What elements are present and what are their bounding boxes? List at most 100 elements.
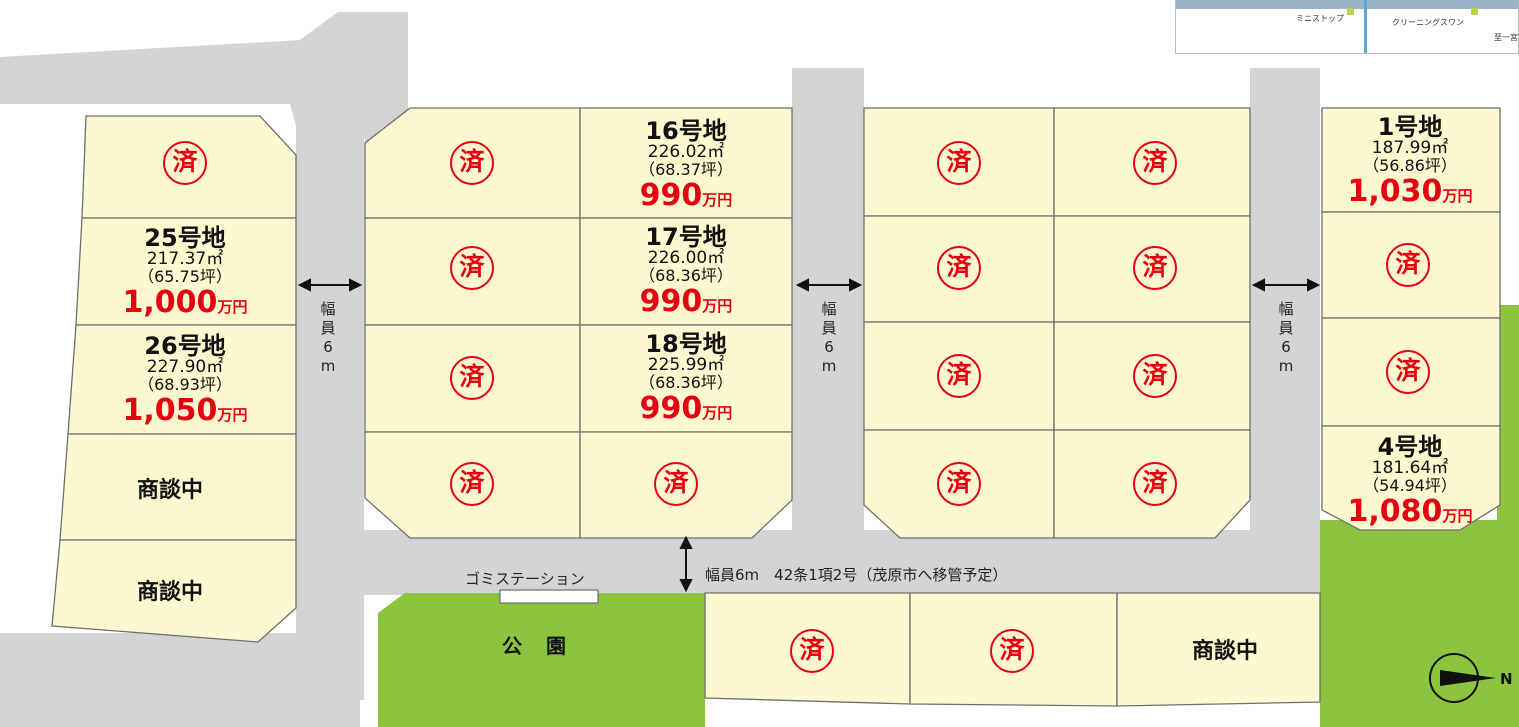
lot-price: 990万円 xyxy=(639,390,733,426)
lot-17-label[interactable]: 17号地 226.00㎡ （68.36坪） 990万円 xyxy=(639,222,733,319)
sold-mark: 済 xyxy=(937,462,981,506)
main-road-label: 幅員6m 42条1項2号（茂原市へ移管予定） xyxy=(705,566,1008,584)
store-marker-icon xyxy=(1471,8,1478,15)
sold-mark: 済 xyxy=(450,246,494,290)
lot-price: 1,030万円 xyxy=(1347,173,1473,209)
lot-left-nego-2-shape xyxy=(51,539,297,643)
sold-mark: 済 xyxy=(1133,354,1177,398)
width-arrows xyxy=(297,278,1321,593)
road-width-char: 幅 xyxy=(1278,300,1294,318)
negotiating-label: 商談中 xyxy=(136,478,204,503)
road-width-char: 6 xyxy=(824,338,834,356)
lot-price: 1,000万円 xyxy=(122,284,248,320)
negotiating-label: 商談中 xyxy=(136,580,204,605)
sold-mark: 済 xyxy=(1133,246,1177,290)
north-label: N xyxy=(1500,670,1513,688)
price-value: 1,030 xyxy=(1347,173,1443,209)
green-areas xyxy=(378,305,1519,727)
lot-bottom-nego-shape xyxy=(1116,592,1321,707)
sold-mark: 済 xyxy=(654,462,698,506)
lot-tsubo: （54.94坪） xyxy=(1363,475,1457,495)
lot-area: 217.37㎡ xyxy=(146,249,224,270)
price-value: 1,050 xyxy=(122,392,218,428)
sold-mark: 済 xyxy=(1386,350,1430,394)
road-width-label: 幅 員 6 m xyxy=(317,300,339,376)
lot-number: 1号地 xyxy=(1377,112,1443,141)
lot-25-label[interactable]: 25号地 217.37㎡ （65.75坪） 1,000万円 xyxy=(122,223,248,320)
price-value: 990 xyxy=(639,177,703,213)
roads xyxy=(0,12,1320,727)
lot-price: 990万円 xyxy=(639,177,733,213)
inset-poi: クリーニングスワン xyxy=(1392,18,1464,27)
inset-band xyxy=(1176,0,1518,9)
road-width-char: 員 xyxy=(821,319,837,337)
inset-poi: 至一宮 xyxy=(1494,33,1518,42)
lot-number: 4号地 xyxy=(1377,432,1443,461)
road-center-right xyxy=(1250,68,1320,598)
location-inset-map[interactable]: ミニストップ クリーニングスワン 至一宮 xyxy=(1175,0,1519,54)
road-width-char: 員 xyxy=(320,319,336,337)
road-width-char: 幅 xyxy=(320,300,336,318)
sold-mark: 済 xyxy=(163,141,207,185)
price-value: 990 xyxy=(639,390,703,426)
lot-area: 226.02㎡ xyxy=(647,142,725,163)
sold-mark: 済 xyxy=(1386,243,1430,287)
store-marker-icon xyxy=(1347,8,1354,15)
garbage-station-label: ゴミステーション xyxy=(465,570,585,588)
road-width-char: 6 xyxy=(1281,338,1291,356)
lot-area: 181.64㎡ xyxy=(1371,458,1449,479)
road-main-horizontal xyxy=(296,530,1320,595)
park-area xyxy=(378,593,705,727)
inset-poi: ミニストップ xyxy=(1296,14,1344,23)
lot-18-label[interactable]: 18号地 225.99㎡ （68.36坪） 990万円 xyxy=(639,329,733,426)
road-width-char: 員 xyxy=(1278,319,1294,337)
road-width-char: 6 xyxy=(323,338,333,356)
sold-mark: 済 xyxy=(937,246,981,290)
road-width-char: m xyxy=(1278,357,1294,375)
north-arrow-icon xyxy=(1429,653,1479,703)
lot-price: 1,080万円 xyxy=(1348,495,1473,528)
price-unit: 万円 xyxy=(702,296,733,315)
sold-mark: 済 xyxy=(937,141,981,185)
road-center-left xyxy=(792,68,864,598)
lot-16-label[interactable]: 16号地 226.02㎡ （68.37坪） 990万円 xyxy=(639,118,733,213)
lot-price: 1,050万円 xyxy=(122,392,248,428)
lot-26-label[interactable]: 26号地 227.90㎡ （68.93坪） 1,050万円 xyxy=(122,331,248,428)
sold-mark: 済 xyxy=(450,462,494,506)
lot-tsubo: （68.37坪） xyxy=(639,159,733,179)
lot-number: 26号地 xyxy=(144,331,226,360)
price-unit: 万円 xyxy=(1442,186,1473,205)
road-left-stub xyxy=(0,640,296,727)
garbage-station-box xyxy=(499,589,599,604)
lot-area: 227.90㎡ xyxy=(146,357,224,378)
sold-mark: 済 xyxy=(450,141,494,185)
lot-tsubo: （65.75坪） xyxy=(138,266,232,286)
inset-stream xyxy=(1364,0,1367,53)
lot-1-label[interactable]: 1号地 187.99㎡ （56.86坪） 1,030万円 xyxy=(1347,112,1473,209)
lot-price: 990万円 xyxy=(639,283,733,319)
sold-mark: 済 xyxy=(1133,462,1177,506)
lot-tsubo: （68.93坪） xyxy=(138,374,232,394)
lot-number: 25号地 xyxy=(144,223,226,252)
lot-4-label[interactable]: 4号地 181.64㎡ （54.94坪） 1,080万円 xyxy=(1348,432,1473,528)
price-unit: 万円 xyxy=(702,190,733,209)
lot-16-shape xyxy=(579,107,793,219)
lot-area: 225.99㎡ xyxy=(647,355,725,376)
lot-18-shape xyxy=(579,324,793,433)
lot-number: 18号地 xyxy=(645,329,727,358)
sold-mark: 済 xyxy=(790,629,834,673)
right-green xyxy=(1320,305,1519,727)
sold-mark: 済 xyxy=(937,354,981,398)
road-width-label: 幅 員 6 m xyxy=(818,300,840,376)
price-unit: 万円 xyxy=(1442,506,1473,525)
lot-tsubo: （68.36坪） xyxy=(639,372,733,392)
lot-17-shape xyxy=(579,217,793,326)
lot-tsubo: （56.86坪） xyxy=(1363,155,1457,175)
sold-mark: 済 xyxy=(450,356,494,400)
price-value: 990 xyxy=(639,283,703,319)
lot-number: 17号地 xyxy=(645,222,727,251)
road-width-char: m xyxy=(821,357,837,375)
lot-area: 226.00㎡ xyxy=(647,248,725,269)
price-value: 1,000 xyxy=(122,284,218,320)
